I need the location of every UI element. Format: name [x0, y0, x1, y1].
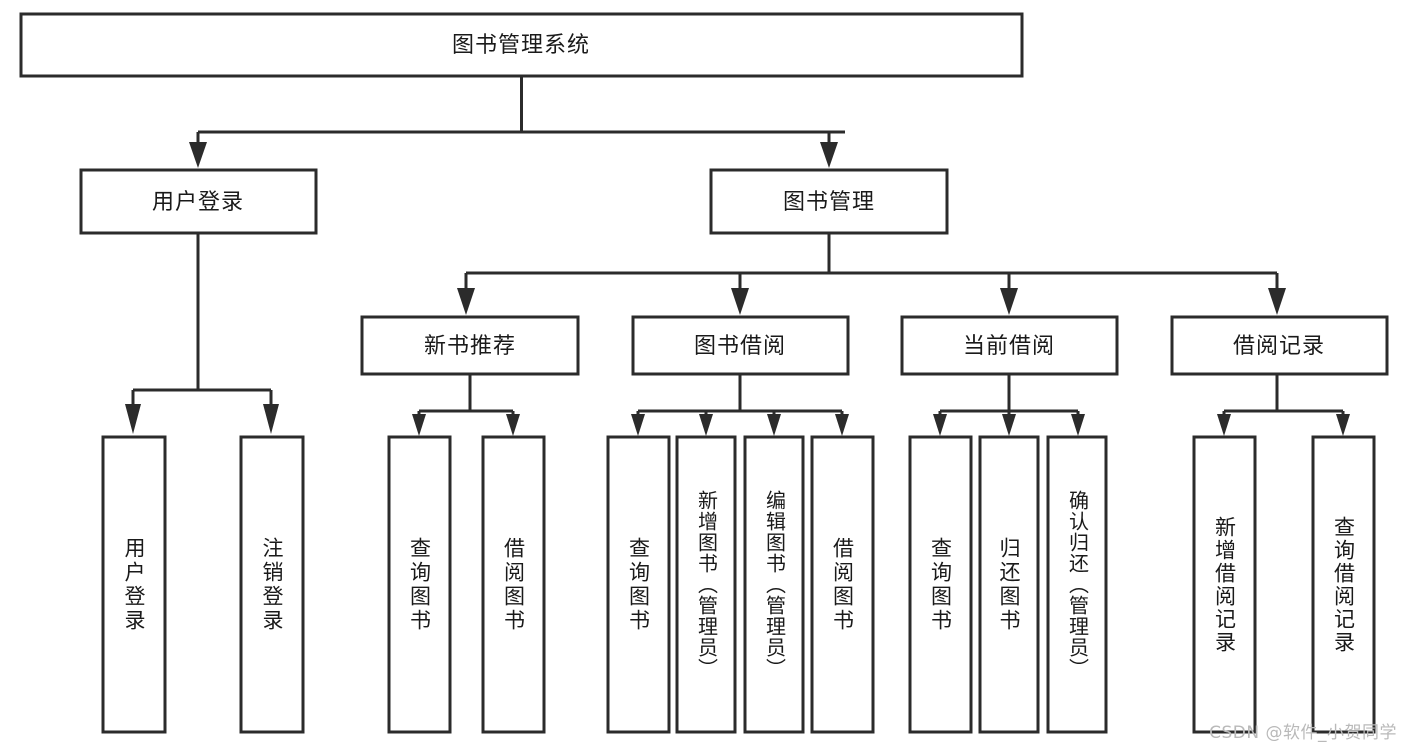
arrowhead-leaf-query-record: [1336, 414, 1350, 436]
node-new-book-recommend-box[interactable]: [360, 315, 580, 376]
leaf-box-confirm-return[interactable]: [1046, 435, 1108, 734]
arrowhead-leaf-borrow-book-b: [835, 414, 849, 436]
leaf-box-query-record[interactable]: [1311, 435, 1376, 734]
arrowhead-book-mgmt: [820, 142, 838, 168]
connector-group-record-to-leaves: [1217, 375, 1350, 436]
arrowhead-user-login: [189, 142, 207, 168]
node-root[interactable]: 图书管理系统: [19, 12, 1024, 78]
leaf-box-query-book-c[interactable]: [908, 435, 973, 734]
node-user-login-box[interactable]: [79, 168, 318, 235]
connector-group-current-to-leaves: [933, 375, 1085, 436]
arrowhead-leaf-edit-book: [767, 414, 781, 436]
connector-group-borrow-to-leaves: [631, 375, 849, 436]
leaf-boxes-current-borrow: [908, 435, 1108, 734]
arrowhead-current-borrow: [1000, 288, 1018, 315]
arrowhead-leaf-logout: [263, 404, 279, 434]
leaf-box-query-book-b[interactable]: [606, 435, 671, 734]
node-book-management-box[interactable]: [709, 168, 949, 235]
node-root-label: 图书管理系统: [452, 33, 590, 58]
node-borrow-record-box[interactable]: [1170, 315, 1389, 376]
arrowhead-borrow-record: [1268, 288, 1286, 315]
arrowhead-leaf-query-book-c: [933, 414, 947, 436]
node-book-management[interactable]: 图书管理: [709, 168, 949, 235]
node-book-management-label: 图书管理: [783, 190, 875, 215]
arrowhead-leaf-return-book: [1002, 414, 1016, 436]
node-current-borrow-label: 当前借阅: [963, 334, 1055, 359]
node-user-login[interactable]: 用户登录: [79, 168, 318, 235]
arrowhead-new-book-recommend: [457, 288, 475, 315]
arrowhead-leaf-query-book-a: [412, 414, 426, 436]
node-borrow-record[interactable]: 借阅记录: [1170, 315, 1389, 376]
leaf-box-return-book[interactable]: [978, 435, 1040, 734]
leaf-box-borrow-book-a[interactable]: [481, 435, 546, 734]
leaf-box-add-record[interactable]: [1192, 435, 1257, 734]
leaf-boxes-user-login: [101, 435, 305, 734]
leaf-boxes-borrow-record: [1192, 435, 1376, 734]
leaf-boxes-book-borrow: [606, 435, 875, 734]
node-book-borrow-label: 图书借阅: [694, 334, 786, 359]
arrowhead-leaf-add-book: [699, 414, 713, 436]
arrowhead-leaf-add-record: [1217, 414, 1231, 436]
leaf-box-add-book[interactable]: [675, 435, 737, 734]
arrowhead-leaf-borrow-book-a: [506, 414, 520, 436]
leaf-box-logout[interactable]: [239, 435, 305, 734]
node-current-borrow-box[interactable]: [900, 315, 1119, 376]
arrowhead-book-borrow: [731, 288, 749, 315]
node-book-borrow[interactable]: 图书借阅: [631, 315, 850, 376]
connector-group-userlogin-to-leaves: [125, 234, 279, 434]
node-root-box[interactable]: [19, 12, 1024, 78]
node-new-book-recommend-label: 新书推荐: [424, 334, 516, 359]
node-user-login-label: 用户登录: [152, 190, 244, 215]
leaf-box-borrow-book-b[interactable]: [810, 435, 875, 734]
connector-group-root-to-level2: [189, 76, 845, 168]
node-book-borrow-box[interactable]: [631, 315, 850, 376]
node-borrow-record-label: 借阅记录: [1233, 334, 1325, 359]
connector-group-bookmgmt-to-level3: [457, 234, 1286, 315]
connector-group-recommend-to-leaves: [412, 375, 520, 436]
arrowhead-leaf-query-book-b: [631, 414, 645, 436]
arrowhead-leaf-confirm-return: [1071, 414, 1085, 436]
watermark-text: CSDN @软件_小贺同学: [1209, 723, 1397, 743]
leaf-boxes-new-book-recommend: [387, 435, 546, 734]
arrowhead-leaf-user-login: [125, 404, 141, 434]
leaf-box-query-book-a[interactable]: [387, 435, 452, 734]
leaf-box-edit-book[interactable]: [743, 435, 805, 734]
leaf-box-user-login[interactable]: [101, 435, 167, 734]
node-new-book-recommend[interactable]: 新书推荐: [360, 315, 580, 376]
node-current-borrow[interactable]: 当前借阅: [900, 315, 1119, 376]
